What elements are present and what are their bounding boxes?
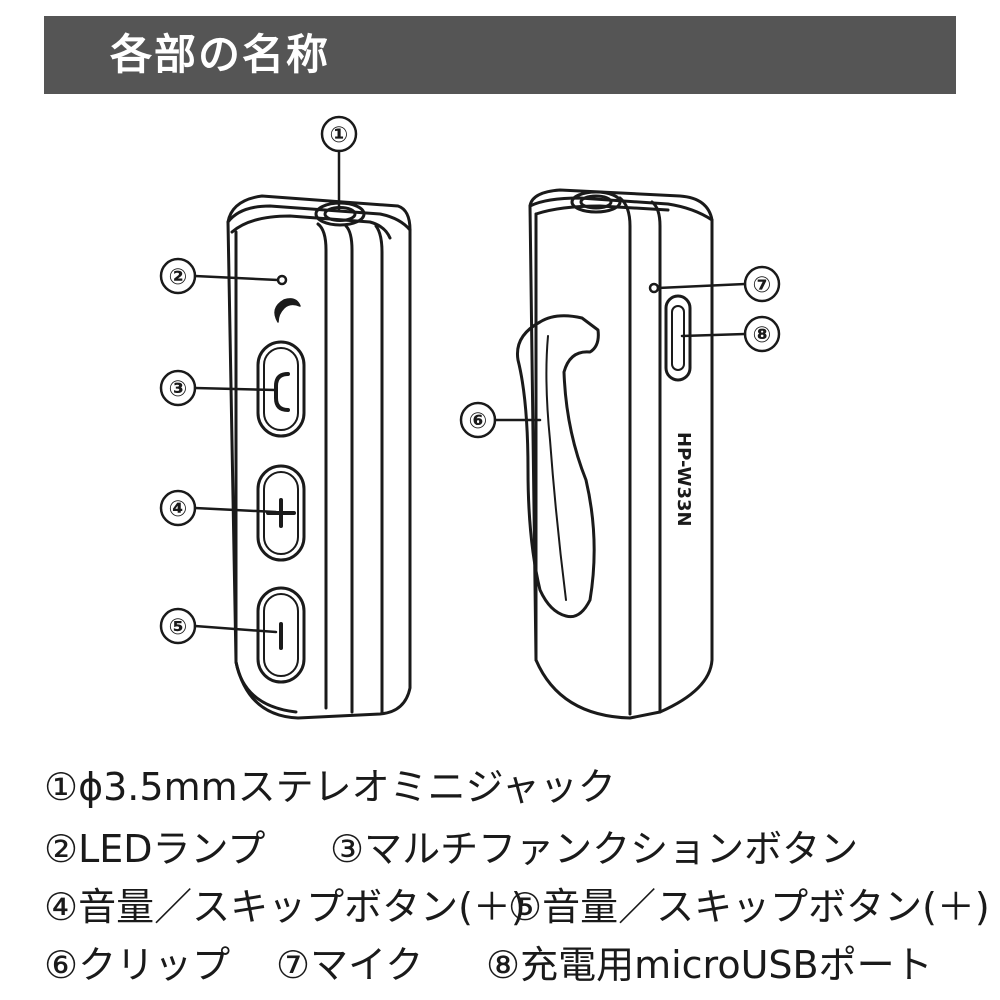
legend-item-2: ②LEDランプ [44,827,266,871]
callout-6: ⑥ [469,409,488,434]
header-bar [44,16,956,94]
model-label: HP-W33N [673,432,694,527]
legend-row-1: ①ϕ3.5mmステレオミニジャック [44,762,616,812]
legend-item-3: ③マルチファンクションボタン [330,827,859,871]
legend-item-5: ⑤音量／スキップボタン(＋) [508,885,990,929]
micro-usb-port[interactable] [664,294,692,382]
callout-8: ⑧ [753,323,772,348]
brand-logo [274,298,301,323]
phone-icon [274,372,290,412]
legend-item-6: ⑥クリップ [44,943,231,987]
legend-row-4: ⑥クリップ ⑦マイク ⑧充電用microUSBポート [44,940,933,990]
volume-up-button[interactable] [256,464,306,562]
legend-item-4: ④音量／スキップボタン(＋) [44,885,526,929]
legend-row-2: ②LEDランプ ③マルチファンクションボタン [44,824,858,874]
callout-1: ① [330,123,349,148]
legend-item-7: ⑦マイク [276,943,424,987]
callout-4: ④ [169,497,188,522]
legend-item-8: ⑧充電用microUSBポート [486,943,933,987]
device-back-view [515,188,714,720]
page-title: 各部の名称 [110,30,331,79]
device-diagram: ① ② ③ ④ ⑤ ⑥ ⑦ ⑧ HP-W33N [159,115,781,720]
callout-7: ⑦ [753,273,772,298]
callout-2: ② [169,265,188,290]
legend-item-1: ①ϕ3.5mmステレオミニジャック [44,765,616,809]
legend-row-3: ④音量／スキップボタン(＋)⑤音量／スキップボタン(＋) [44,882,990,932]
volume-down-button[interactable] [256,586,306,684]
callout-3: ③ [169,377,188,402]
clip [515,314,600,619]
callout-5: ⑤ [169,615,188,640]
device-front-view [226,194,412,720]
